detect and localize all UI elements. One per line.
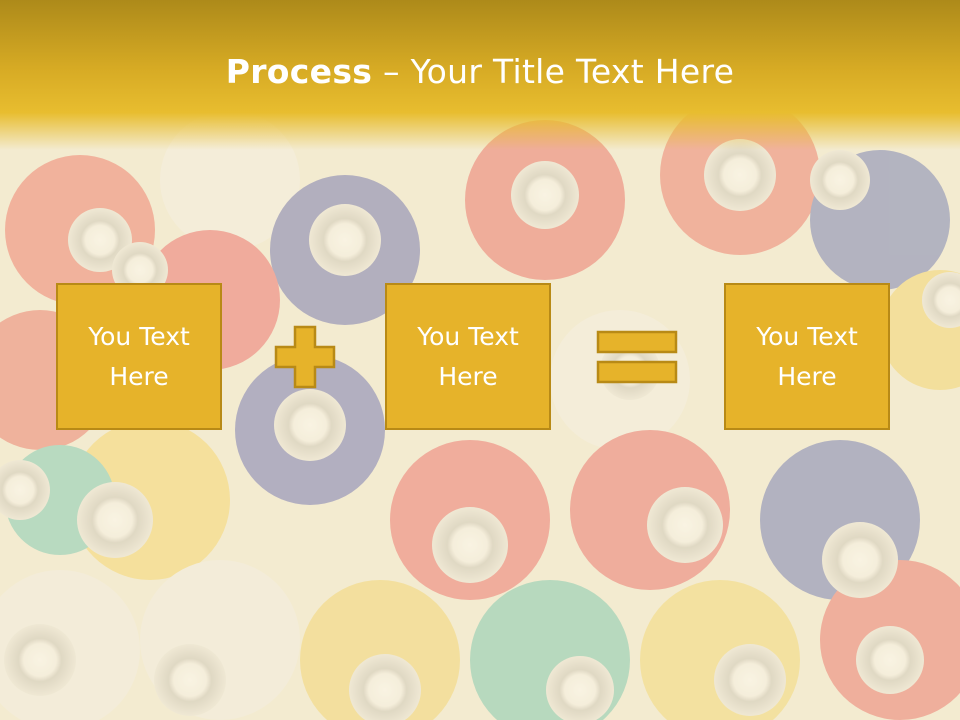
process-box-3-text: You Text Here (756, 321, 858, 391)
title-bold: Process (225, 52, 373, 91)
slide-title: Process – Your Title Text Here (0, 52, 960, 91)
process-box-2-text: You Text Here (417, 321, 519, 391)
process-box-3[interactable]: You Text Here (724, 283, 890, 430)
process-box-1[interactable]: You Text Here (56, 283, 222, 430)
title-rest: – Your Title Text Here (372, 52, 735, 91)
process-box-1-text: You Text Here (88, 321, 190, 391)
process-box-2[interactable]: You Text Here (385, 283, 551, 430)
plus-icon (274, 325, 336, 389)
title-bar (0, 0, 960, 150)
equals-icon (596, 330, 678, 384)
